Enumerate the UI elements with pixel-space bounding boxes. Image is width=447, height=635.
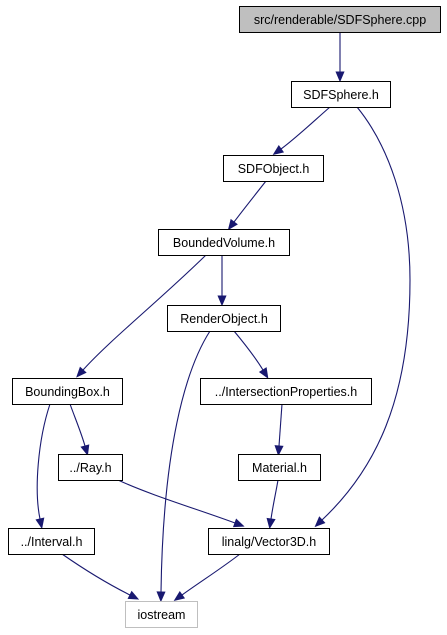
edge-line bbox=[321, 106, 411, 521]
edge-renderobject_h-to-intersectionproperties_h bbox=[233, 330, 269, 379]
edge-line bbox=[117, 479, 236, 524]
edge-line bbox=[181, 553, 241, 596]
edge-boundedvolume_h-to-renderobject_h bbox=[217, 255, 227, 307]
node-box bbox=[291, 81, 391, 108]
node-renderobject-h[interactable]: RenderObject.h bbox=[167, 305, 281, 332]
edge-boundedvolume_h-to-boundingbox_h bbox=[76, 254, 207, 378]
arrowhead bbox=[335, 71, 345, 83]
arrowhead bbox=[80, 444, 90, 456]
node-label: Material.h bbox=[252, 461, 307, 475]
edge-line bbox=[61, 553, 131, 596]
graph-edges bbox=[35, 32, 411, 603]
arrowhead bbox=[272, 144, 285, 156]
node-box bbox=[208, 528, 330, 555]
edge-vector3d_h-to-iostream bbox=[173, 553, 241, 602]
node-box bbox=[239, 6, 441, 33]
node-box bbox=[8, 528, 95, 555]
arrowhead bbox=[217, 295, 227, 307]
edge-material_h-to-vector3d_h bbox=[266, 479, 279, 530]
edge-line bbox=[280, 106, 331, 150]
arrowhead bbox=[227, 218, 238, 231]
graph-nodes: src/renderable/SDFSphere.cppSDFSphere.hS… bbox=[8, 6, 441, 628]
node-material-h[interactable]: Material.h bbox=[238, 454, 321, 481]
node-label: SDFObject.h bbox=[238, 162, 310, 176]
arrowhead bbox=[127, 590, 140, 600]
arrowhead bbox=[314, 516, 326, 528]
arrowhead bbox=[173, 590, 186, 602]
node-label: ../Interval.h bbox=[21, 535, 83, 549]
node-label: RenderObject.h bbox=[180, 312, 268, 326]
node-interval-h[interactable]: ../Interval.h bbox=[8, 528, 95, 555]
arrowhead bbox=[232, 518, 245, 528]
node-box bbox=[167, 305, 281, 332]
node-label: ../IntersectionProperties.h bbox=[215, 385, 357, 399]
edge-line bbox=[233, 330, 264, 371]
node-boundedvolume-h[interactable]: BoundedVolume.h bbox=[158, 229, 290, 256]
node-sdfobject-h[interactable]: SDFObject.h bbox=[223, 155, 324, 182]
edge-boundingbox_h-to-ray_h bbox=[69, 403, 90, 456]
node-label: iostream bbox=[138, 608, 186, 622]
node-label: src/renderable/SDFSphere.cpp bbox=[254, 13, 426, 27]
edge-line bbox=[278, 403, 283, 447]
edge-line bbox=[160, 330, 211, 593]
edge-sdfobject_h-to-boundedvolume_h bbox=[227, 180, 267, 231]
node-label: BoundedVolume.h bbox=[173, 236, 275, 250]
node-label: ../Ray.h bbox=[69, 461, 111, 475]
edge-sdfsphere_h-to-sdfobject_h bbox=[272, 106, 331, 156]
node-box bbox=[12, 378, 123, 405]
node-vector3d-h[interactable]: linalg/Vector3D.h bbox=[208, 528, 330, 555]
node-label: linalg/Vector3D.h bbox=[222, 535, 317, 549]
edge-interval_h-to-iostream bbox=[61, 553, 140, 600]
edge-line bbox=[233, 180, 267, 223]
edge-sdfsphere_cpp-to-sdfsphere_h bbox=[335, 32, 345, 83]
node-box bbox=[58, 454, 123, 481]
edge-line bbox=[82, 254, 207, 371]
edge-ray_h-to-vector3d_h bbox=[117, 479, 245, 528]
edge-renderobject_h-to-iostream bbox=[156, 330, 211, 603]
node-label: BoundingBox.h bbox=[25, 385, 110, 399]
node-box bbox=[223, 155, 324, 182]
node-sdfsphere-h[interactable]: SDFSphere.h bbox=[291, 81, 391, 108]
node-iostream: iostream bbox=[125, 601, 198, 628]
arrowhead bbox=[266, 517, 276, 530]
edge-sdfsphere_h-to-vector3d_h bbox=[314, 106, 411, 528]
edge-line bbox=[270, 479, 279, 520]
edge-line bbox=[69, 403, 86, 447]
node-label: SDFSphere.h bbox=[303, 88, 379, 102]
arrowhead bbox=[274, 445, 284, 457]
node-ray-h[interactable]: ../Ray.h bbox=[58, 454, 123, 481]
arrowhead bbox=[258, 367, 269, 379]
edge-intersectionproperties_h-to-material_h bbox=[274, 403, 284, 457]
node-boundingbox-h[interactable]: BoundingBox.h bbox=[12, 378, 123, 405]
arrowhead bbox=[76, 366, 87, 378]
node-sdfsphere-cpp[interactable]: src/renderable/SDFSphere.cpp bbox=[239, 6, 441, 33]
node-box bbox=[200, 378, 372, 405]
arrowhead bbox=[35, 517, 45, 530]
node-intersectionproperties-h[interactable]: ../IntersectionProperties.h bbox=[200, 378, 372, 405]
node-box bbox=[125, 601, 198, 628]
node-box bbox=[238, 454, 321, 481]
node-box bbox=[158, 229, 290, 256]
edge-boundingbox_h-to-interval_h bbox=[35, 403, 51, 530]
arrowhead bbox=[156, 591, 166, 603]
edge-line bbox=[36, 403, 51, 520]
